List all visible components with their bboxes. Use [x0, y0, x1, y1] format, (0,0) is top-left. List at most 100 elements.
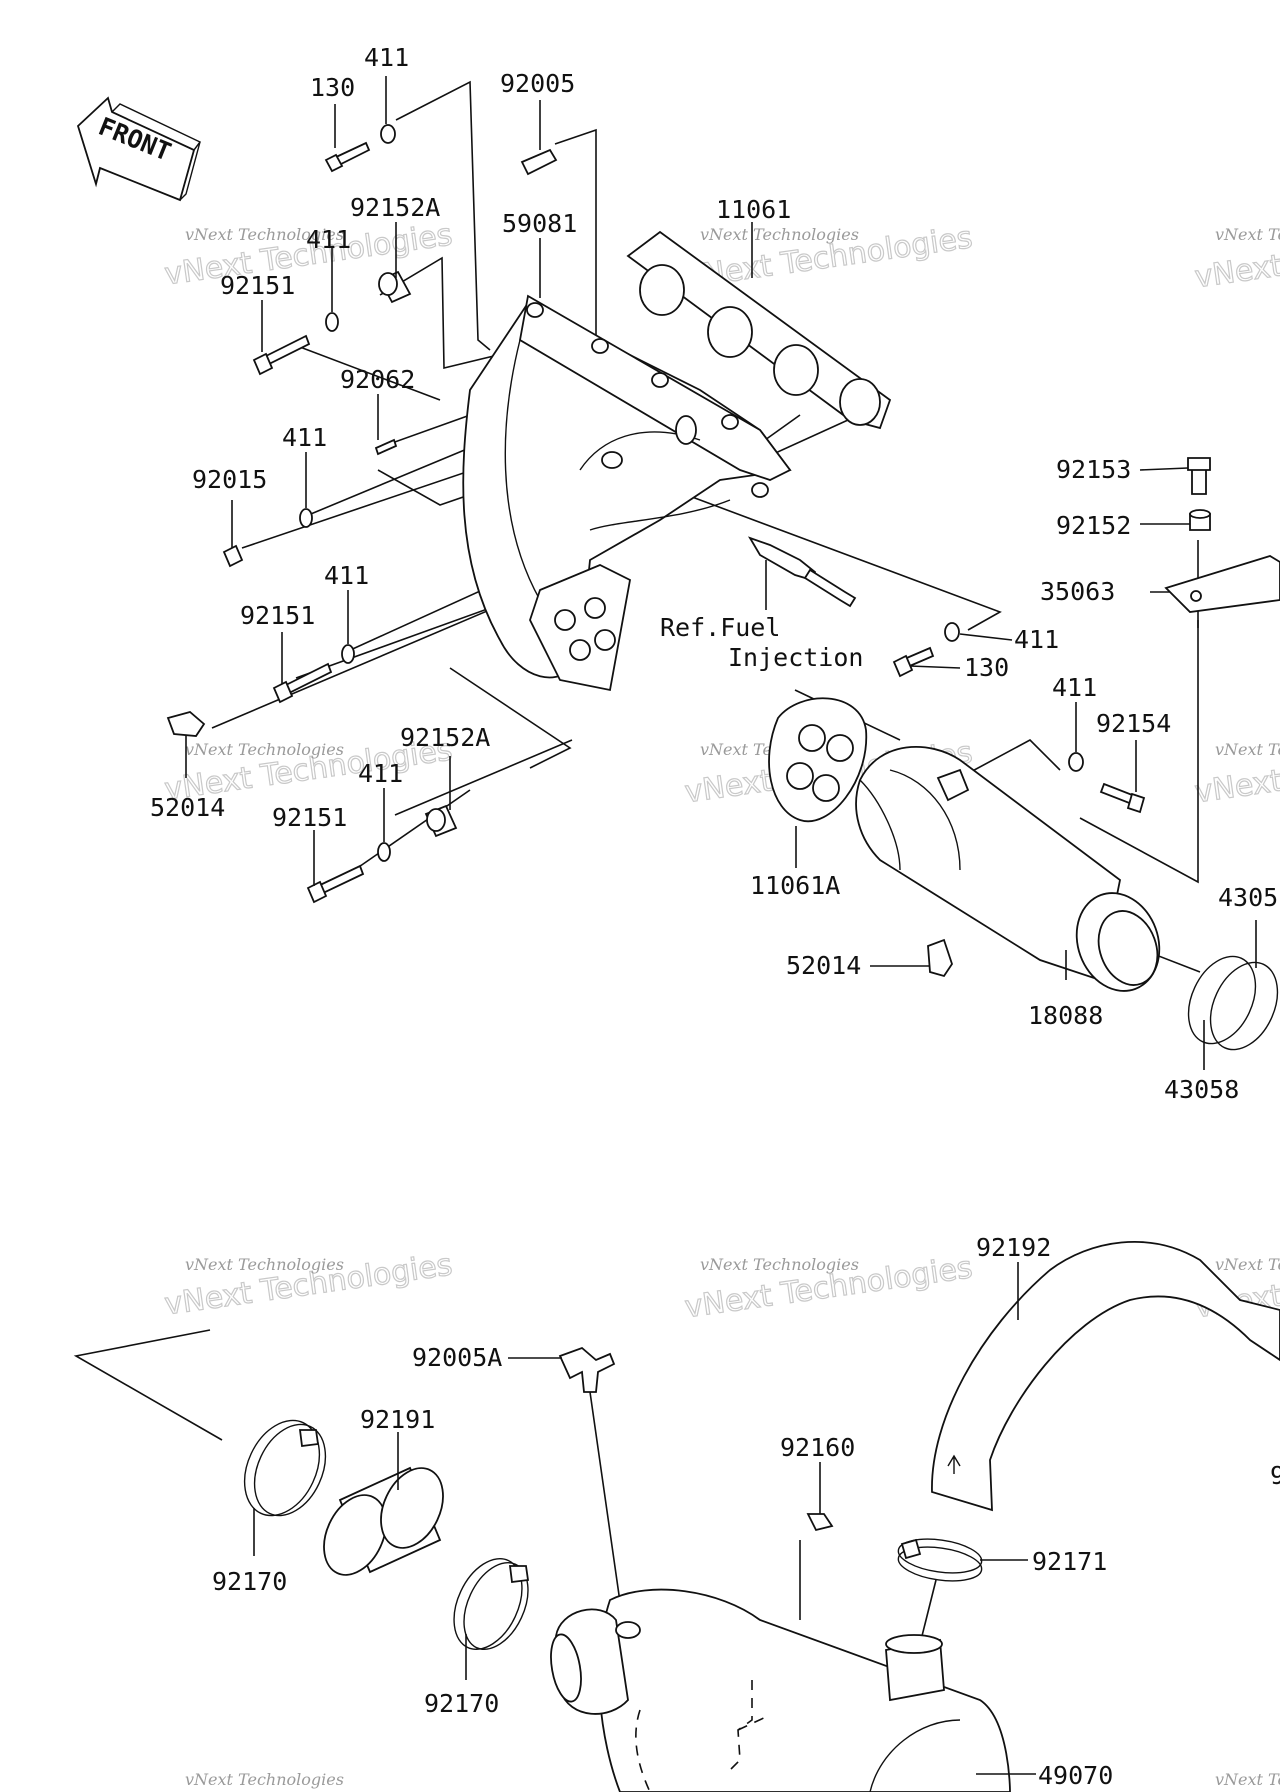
fasteners-top: [166, 124, 1280, 904]
watermark-6-text: vNext Technologies: [1215, 740, 1280, 759]
fitting-52014-b: [927, 938, 953, 978]
leader-130-b: [659, 484, 1002, 631]
manifold-hole-1: [526, 302, 544, 318]
manifold-hole-5: [751, 482, 769, 498]
outlet-hole-2: [584, 597, 606, 619]
label-52014-b: 52014: [786, 951, 861, 980]
muffler-tee-port: [615, 1621, 641, 1639]
leader-92005: [554, 128, 597, 400]
hose-92191-rear: [380, 1467, 444, 1549]
label-411-a: 411: [364, 43, 409, 72]
gasket-11061A-port-3: [786, 762, 814, 790]
label-52014-a: 52014: [150, 793, 225, 822]
label-130-a: 130: [310, 73, 355, 102]
label-92192: 92192: [976, 1233, 1051, 1262]
manifold-stud: [601, 451, 623, 469]
clamp-92170-b-screw: [508, 1565, 530, 1584]
label-411-d: 411: [324, 561, 369, 590]
pipe-contour: [889, 769, 961, 871]
gasket-11061A-outline: [768, 697, 868, 823]
bracket-hole: [1190, 590, 1202, 602]
label-411-c: 411: [282, 423, 327, 452]
gasket-11061A-port-4: [812, 774, 840, 802]
hose-92191-front: [323, 1494, 387, 1576]
label-92015: 92015: [192, 465, 267, 494]
label-92160: 92160: [780, 1433, 855, 1462]
watermark-4-text: vNext Technologies: [185, 740, 344, 759]
muffler-outlet-top: [885, 1634, 943, 1654]
gasket-11061A-port-2: [826, 734, 854, 762]
gasket-11061-outline: [626, 230, 892, 430]
manifold-port: [675, 415, 697, 445]
label-ref-injection: Injection: [728, 643, 863, 672]
manifold-detail-2: [589, 499, 731, 531]
label-49070: 49070: [1038, 1761, 1113, 1790]
leader-411-top: [395, 80, 491, 351]
watermark-7-text: vNext Technologies: [185, 1255, 344, 1274]
leader-92005A-down: [589, 1391, 625, 1631]
sensor-body: [747, 536, 817, 582]
watermark-2-text: vNext Technologies: [700, 225, 859, 244]
watermark-7: vNext Technologies vNext Technologies: [162, 1247, 455, 1323]
watermark-3-text: vNext Technologies: [1215, 225, 1280, 244]
o-rings-43058: [1187, 955, 1279, 1051]
bolt-130-b-head: [892, 654, 914, 678]
exhaust-manifold-59081: [462, 294, 792, 692]
label-92152A-b: 92152A: [400, 723, 490, 752]
manifold-hole-4: [721, 414, 739, 430]
bolt-92151-a-head: [252, 352, 274, 376]
gasket-11061: [626, 230, 892, 430]
label-92005: 92005: [500, 69, 575, 98]
label-9-partial: 9: [1270, 1461, 1280, 1490]
watermark-10-text: vNext Technologies: [185, 1770, 344, 1789]
label-411-f: 411: [1014, 625, 1059, 654]
washer-411-d: [341, 644, 355, 664]
watermark-9-text: vNext Technologies: [1215, 1255, 1280, 1274]
washer-411-c: [299, 508, 313, 528]
muffler-end-curve: [869, 1719, 961, 1792]
leader-411-g: [964, 739, 1061, 776]
label-411-e: 411: [358, 759, 403, 788]
muffler-49070-body: [598, 1588, 1011, 1792]
bolt-92151-c-shank: [316, 864, 365, 896]
leader-92152A-b: [449, 667, 572, 769]
tee-fitting-92005A: [558, 1346, 616, 1393]
pipe-inlet-edge: [859, 779, 901, 871]
washer-411-g: [1068, 752, 1084, 772]
washer-411-e: [377, 842, 391, 862]
label-35063: 35063: [1040, 577, 1115, 606]
nut-92015: [222, 544, 244, 568]
fuel-injection-sensor: [747, 536, 857, 610]
label-59081: 59081: [502, 209, 577, 238]
manifold-hole-3: [651, 372, 669, 388]
clamp-92170-b-inner: [463, 1561, 529, 1651]
bolt-92151-b-shank: [282, 662, 333, 696]
front-arrow-shape: [76, 96, 196, 202]
label-92152: 92152: [1056, 511, 1131, 540]
sensor-wire: [803, 568, 857, 608]
watermark-3: vNext Technologies vNext Technologies: [1192, 220, 1280, 296]
lower-assembly: [73, 1240, 1280, 1792]
label-92151-c: 92151: [272, 803, 347, 832]
watermark-6: vNext Technologies vNext Technologies: [1192, 735, 1280, 811]
gasket-port-1: [639, 264, 685, 316]
part-labels: 130 411 92005 92152A 59081 11061 92151 4…: [150, 43, 1280, 1790]
leader-92152A-line: [394, 739, 573, 816]
label-92005A: 92005A: [412, 1343, 502, 1372]
watermark-12-text: vNext Technologies: [1215, 1770, 1280, 1789]
watermark-8-text: vNext Technologies: [700, 1255, 859, 1274]
label-92062: 92062: [340, 365, 415, 394]
o-ring-43058-a: [1187, 955, 1257, 1045]
clamp-92170-a-screw: [298, 1429, 320, 1448]
muffler-hidden-line-3: [635, 1709, 651, 1792]
leader-clamp-frame: [73, 1329, 223, 1441]
bolt-130-top-head: [324, 153, 344, 173]
collar-92152A-b-face: [426, 808, 446, 832]
gasket-11061A: [768, 697, 868, 823]
bracket-35063: [1164, 555, 1280, 613]
pipe-mount-tab: [936, 768, 970, 802]
washer-411-f: [944, 622, 960, 642]
front-arrow: FRONT: [76, 96, 202, 202]
muffler-hidden-line-2: [737, 1715, 769, 1731]
